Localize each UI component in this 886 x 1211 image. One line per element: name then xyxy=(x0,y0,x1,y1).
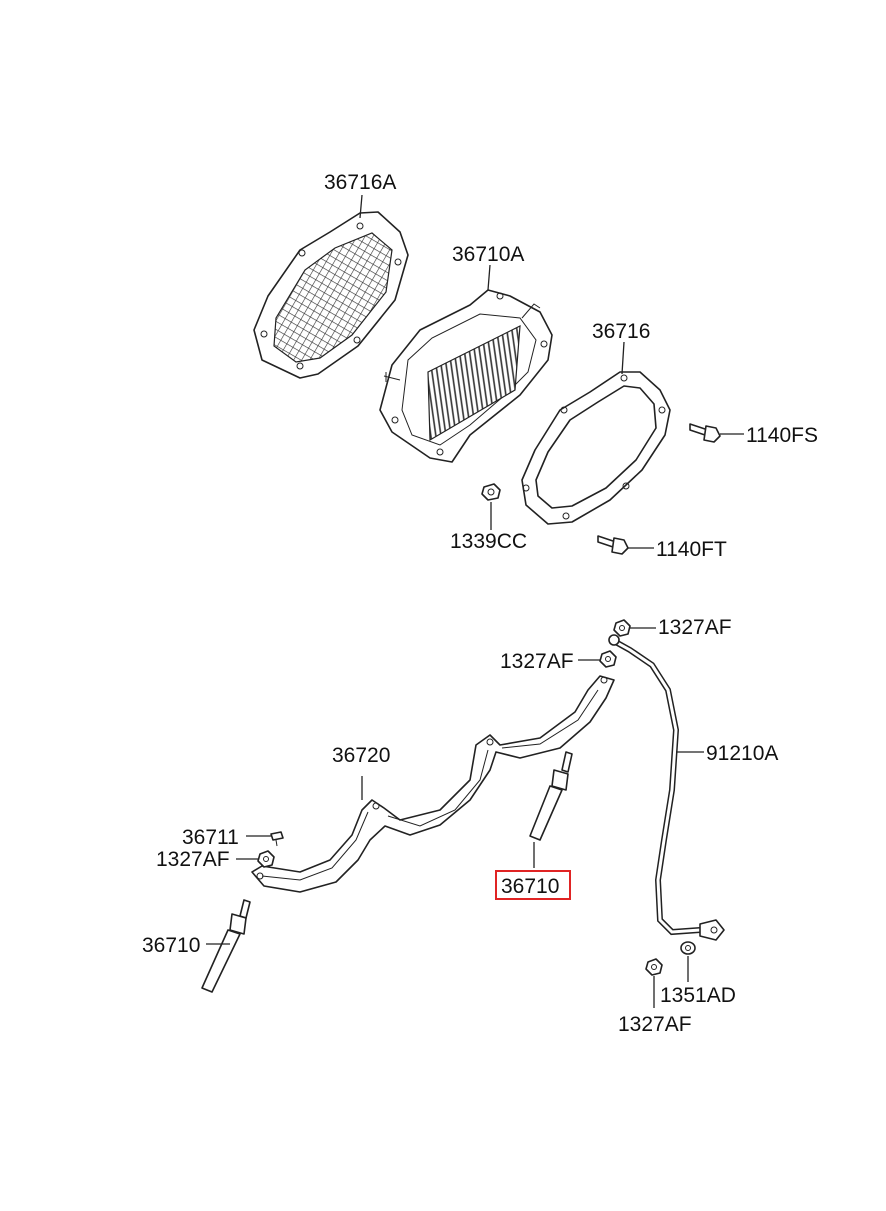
nut-1327AF-left xyxy=(257,850,275,868)
label-36710A[interactable]: 36710A xyxy=(452,243,524,266)
nut-1339CC xyxy=(481,483,501,501)
label-1140FS[interactable]: 1140FS xyxy=(746,424,818,447)
label-36711[interactable]: 36711 xyxy=(182,826,239,849)
label-1351AD[interactable]: 1351AD xyxy=(660,984,736,1007)
label-1327AF-top[interactable]: 1327AF xyxy=(658,616,732,639)
glow-plug-36710-center xyxy=(529,751,573,841)
nut-1327AF-bottom xyxy=(645,958,663,976)
label-36720[interactable]: 36720 xyxy=(332,744,390,767)
bolt-1140FS xyxy=(689,423,721,443)
label-36710-highlight[interactable]: 36710 xyxy=(501,875,559,898)
washer-1351AD xyxy=(680,941,696,955)
label-1327AF-left[interactable]: 1327AF xyxy=(156,848,230,871)
nut-1327AF-top xyxy=(613,619,631,637)
label-36710-left[interactable]: 36710 xyxy=(142,934,200,957)
label-36716A[interactable]: 36716A xyxy=(324,171,396,194)
highlight-box xyxy=(495,870,571,900)
label-1327AF-mid[interactable]: 1327AF xyxy=(500,650,574,673)
bus-plate-36720 xyxy=(251,675,615,893)
label-36716[interactable]: 36716 xyxy=(592,320,650,343)
label-91210A[interactable]: 91210A xyxy=(706,742,778,765)
label-1327AF-bottom[interactable]: 1327AF xyxy=(618,1013,692,1036)
leader-36716 xyxy=(621,341,625,375)
label-1339CC[interactable]: 1339CC xyxy=(450,530,527,553)
gasket-36716 xyxy=(521,371,671,525)
bolt-1140FT xyxy=(597,535,629,555)
leader-36710A xyxy=(487,264,491,291)
label-1140FT[interactable]: 1140FT xyxy=(656,538,727,561)
leader-36716A xyxy=(359,194,363,219)
mesh-cover-36716A xyxy=(253,211,409,379)
cable-91210A xyxy=(608,634,725,941)
glow-plug-36710-left xyxy=(201,899,251,993)
screw-36711 xyxy=(270,831,284,847)
heater-core-36710A xyxy=(379,289,553,463)
nut-1327AF-mid xyxy=(599,650,617,668)
